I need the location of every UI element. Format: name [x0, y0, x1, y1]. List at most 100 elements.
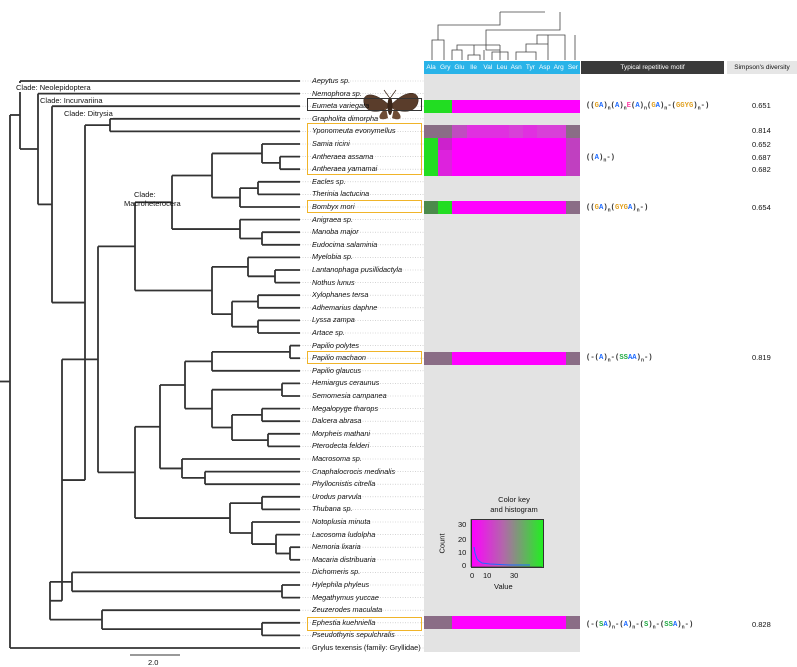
heatmap-cell: [480, 137, 496, 151]
motif-char: S: [664, 621, 669, 629]
species-label: Xylophanes tersa: [312, 290, 369, 300]
highlight-eumeta: [307, 98, 422, 111]
motif-char: n: [643, 105, 647, 112]
heatmap-cell: [523, 99, 538, 113]
species-label: Nemophora sp.: [312, 88, 362, 98]
species-label: Nothus lunus: [312, 277, 355, 287]
motif-char: ): [603, 102, 608, 110]
diversity-samia: 0.652: [752, 140, 771, 149]
species-label: Semomesia campanea: [312, 391, 387, 400]
species-label: Megathymus yuccae: [312, 592, 379, 602]
motif-saturniidae: ((A)n-): [586, 153, 615, 165]
motif-char: n: [607, 105, 611, 112]
motif-char: ): [704, 102, 710, 110]
diversity-eumeta: 0.651: [752, 101, 771, 110]
heatmap-cell: [452, 150, 468, 164]
highlight-bombyx: [307, 200, 422, 213]
species-label: Papilio glaucus: [312, 365, 362, 375]
motif-char: G: [623, 204, 628, 212]
motif-char: (: [590, 102, 595, 110]
diversity-header: [727, 61, 797, 74]
heatmap-cell: [424, 162, 439, 176]
heatmap-cell: [480, 150, 496, 164]
heatmap-cell: [452, 616, 468, 630]
motif-char: ): [693, 102, 698, 110]
species-label: Macaria distribuaria: [312, 554, 376, 564]
heatmap-cell: [452, 200, 468, 214]
heatmap-cell: [551, 162, 567, 176]
heatmap-cell: [438, 99, 453, 113]
species-label: Nemoria lixaria: [312, 542, 361, 552]
heatmap-cell: [494, 150, 510, 164]
motif-header: [581, 61, 724, 74]
motif-char: ): [627, 621, 633, 629]
motif-char: (: [659, 621, 665, 629]
species-label: Morpheis mathani: [312, 428, 370, 438]
aa-label: Val: [483, 64, 493, 71]
heatmap-cell: [424, 124, 439, 138]
motif-char: -: [614, 621, 620, 629]
species-label: Yponomeuta evonymellus: [312, 126, 396, 136]
motif-char: ): [607, 621, 612, 629]
species-label: Thubana sp.: [312, 504, 353, 514]
species-label: Pseudothyris sepulchralis: [312, 630, 395, 640]
aa-label: Asn: [510, 64, 522, 71]
motif-char: n: [636, 207, 640, 214]
heatmap-cell: [523, 616, 538, 630]
heatmap-cell: [523, 137, 538, 151]
heatmap-cell: [565, 124, 581, 138]
xtick-30: 30: [510, 571, 519, 580]
xtick-10: 10: [483, 571, 492, 580]
species-label: Antheraea assama: [312, 151, 374, 161]
heatmap-cell: [438, 200, 453, 214]
motif-char: ): [659, 102, 665, 110]
motif-char: S: [598, 621, 604, 629]
heatmap-cell: [537, 351, 553, 365]
highlight-ephestia: [307, 617, 422, 631]
heatmap-cell: [523, 162, 538, 176]
aa-label: Ala: [426, 64, 436, 71]
species-label: Grapholita dimorpha: [312, 113, 379, 123]
aa-label: Glu: [454, 64, 465, 71]
diversity-yponomeuta: 0.814: [752, 126, 771, 135]
motif-char: -: [590, 354, 595, 362]
highlight-saturniidae: [307, 123, 422, 175]
motif-char: S: [643, 621, 649, 629]
species-label: Myelobia sp.: [312, 252, 353, 262]
heatmap-cell: [509, 137, 524, 151]
aa-label: Asp: [538, 64, 551, 71]
aa-label: Leu: [496, 64, 508, 71]
heatmap-cell: [565, 200, 581, 214]
heatmap-cell: [523, 124, 538, 138]
motif-char: ): [636, 354, 641, 362]
motif-char: (: [646, 102, 652, 110]
heatmap-cell: [480, 99, 496, 113]
species-label: Lyssa zampa: [312, 315, 355, 325]
heatmap-cell: [438, 616, 453, 630]
heatmap-cell: [509, 150, 524, 164]
heatmap-cell: [438, 162, 453, 176]
motif-char: S: [623, 354, 628, 362]
heatmap-cell: [466, 99, 482, 113]
species-label: Therinia lactucina: [312, 189, 370, 199]
motif-char: n: [664, 105, 668, 112]
motif-char: A: [672, 621, 678, 629]
heatmap-cell: [424, 616, 439, 630]
motif-char: (: [619, 621, 624, 629]
species-label: Manoba major: [312, 227, 359, 237]
heatmap-cell: [537, 124, 553, 138]
clade-macroheterocera: Clade: Macroheterocera: [124, 190, 181, 208]
motif-char: -: [700, 102, 705, 110]
heatmap-cell: [565, 351, 581, 365]
heatmap-cell: [466, 351, 482, 365]
aa-label: Tyr: [525, 64, 535, 71]
motif-char: (: [586, 204, 591, 212]
motif-char: (: [586, 621, 591, 629]
ytick-20: 20: [458, 535, 467, 544]
heatmap-cell: [523, 150, 538, 164]
motif-char: (: [610, 102, 615, 110]
heatmap-cell: [466, 137, 482, 151]
motif-char: (: [594, 621, 599, 629]
motif-char: A: [603, 621, 608, 629]
